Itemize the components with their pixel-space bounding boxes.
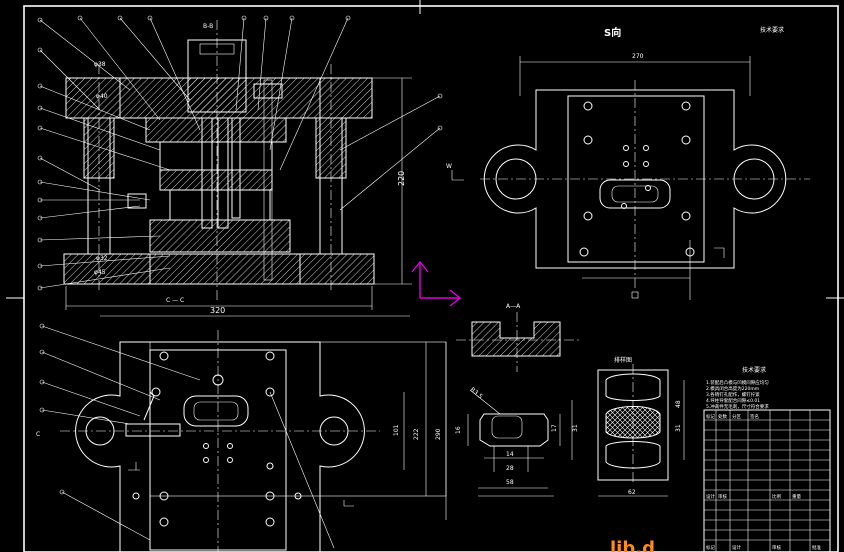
left-leader-lines [37,17,171,291]
tb-row2-col1: 设计 [706,493,715,500]
tb-bottom-col1: 标记 [706,544,715,551]
main-view-label-c: φ32 [96,255,108,262]
bottom-view-dim-2: 101 [393,424,400,436]
tb-row2-col4: 重量 [792,493,801,500]
tb-row1-col4: 签名 [750,413,759,420]
bottom-view-side-tag: C [36,431,40,438]
tb-bottom-col3: 审核 [772,544,781,551]
main-view-label-a: φ38 [94,61,106,68]
strip-view-dim-top: 48 [675,400,682,408]
notes-line-1: 1.装配后凸模与凹模间隙应均匀 [706,379,769,386]
main-view-label-b: φ40 [96,93,108,100]
drawing-frame [6,0,844,552]
main-view-section-mark: C — C [166,297,184,304]
notes-line-2: 2.模具闭合高度为220mm [706,385,759,392]
part-view-dim-right-a: 17 [551,424,558,432]
strip-layout-view: 排样图 48 31 62 [597,356,685,497]
title-block: 标记 处数 分区 签名 设计 审核 比例 重量 标记 设计 审核 批准 [703,409,831,552]
part-view-dim-bottom-c: 58 [506,479,514,486]
bottom-view-holes [132,351,302,527]
title-block-grid [704,410,830,552]
strip-view-title: 排样图 [614,356,632,364]
bottom-view-dim-1: 222 [413,428,420,440]
part-view-dim-bottom-b: 28 [506,465,514,472]
bottom-view-dim-3: 290 [435,428,442,440]
section-aa-view: A—A [456,303,580,372]
part-view-dim-left: 16 [455,426,462,434]
notes-line-4: 4.导柱导套配合间隙≤0.01 [706,397,760,404]
tb-row1-col1: 标记 [706,413,715,420]
top-leader-lines [77,15,443,211]
part-view: R3.5 16 17 31 14 28 58 [455,386,579,497]
tb-row2-col3: 比例 [772,493,781,500]
top-view-title: S向 [604,26,621,39]
tb-bottom-col2: 设计 [732,544,741,551]
tb-row1-col3: 分区 [732,413,741,420]
strip-view-dim-mid: 31 [675,424,682,432]
part-view-top-dim: R3.5 [469,386,484,400]
notes-line-5: 5.冲裁件无毛刺，尺寸符合要求 [706,403,769,410]
tb-row2-col2: 审核 [718,493,727,500]
notes-line-3: 3.各销钉孔配作，螺钉拧紧 [706,391,760,398]
notes-title: 技术要求 [742,366,766,374]
tb-bottom-col4: 批准 [812,544,821,551]
main-view-height-dim: 220 [397,171,406,186]
top-view-width-dim: 270 [632,53,644,60]
part-view-dim-right-b: 31 [572,424,579,432]
main-view-width-dim: 320 [210,306,225,315]
main-assembly-view: B-B 220 C — C 320 φ38 φ40 φ32 φ45 [37,15,443,317]
main-view-label-d: φ45 [94,269,106,276]
main-view-tag: B-B [203,23,213,30]
top-view-holes [579,101,695,257]
ucs-axis-icon [411,260,462,307]
section-aa-tag: A—A [506,303,521,310]
top-view-side-tag: W [446,163,452,170]
watermark-text: lib.d [610,538,655,552]
tb-row1-col2: 处数 [718,413,727,420]
technical-notes: 技术要求 1.装配后凸模与凹模间隙应均匀 2.模具闭合高度为220mm 3.各销… [706,366,769,410]
bottom-view: 222 101 290 C [36,323,447,552]
strip-view-dim-bottom: 62 [628,489,636,496]
top-view: S向 技术要求 270 W [446,26,810,300]
bottom-left-leader-lines [39,323,335,549]
top-view-side-note: 技术要求 [760,26,784,34]
part-view-dim-bottom-a: 14 [506,451,514,458]
